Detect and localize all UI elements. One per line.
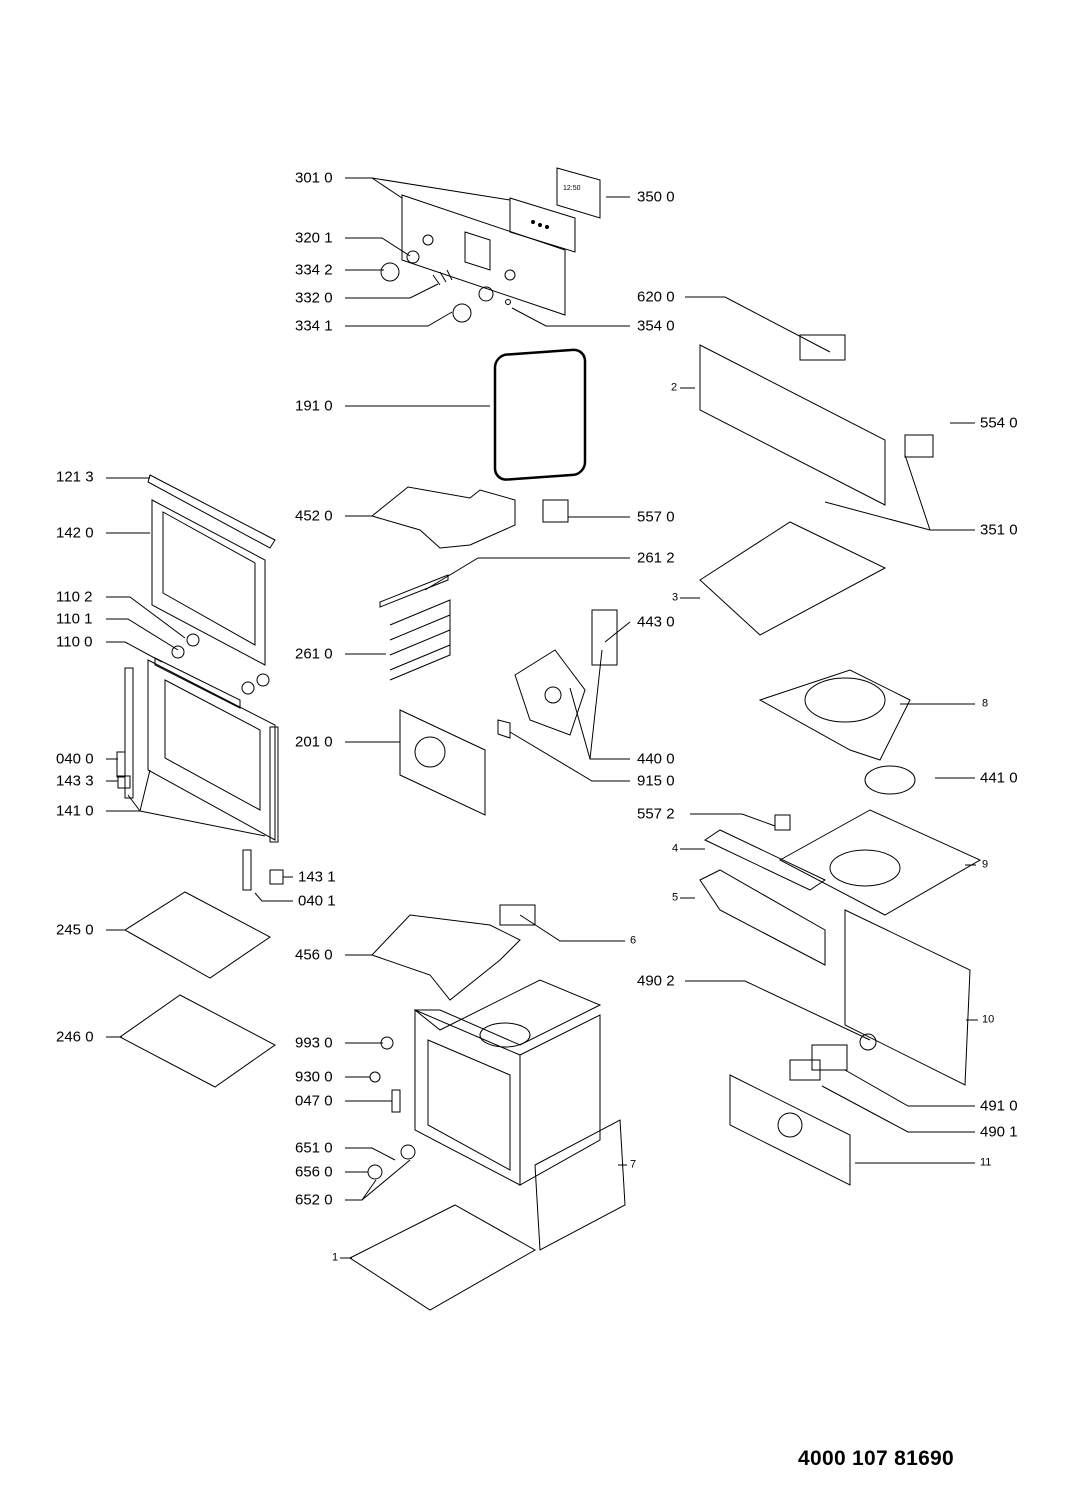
label-620-0: 620 0 [637,288,675,306]
label-110-1: 110 1 [56,610,93,628]
label-4: 4 [672,842,679,855]
label-656-0: 656 0 [295,1163,333,1181]
heating-elements [370,486,569,1001]
label-1: 1 [332,1251,339,1264]
label-245-0: 245 0 [56,921,94,939]
label-121-3: 121 3 [56,468,94,486]
label-110-0: 110 0 [56,633,93,651]
oven-cavity [348,979,626,1311]
label-10: 10 [982,1013,995,1026]
label-651-0: 651 0 [295,1139,333,1157]
label-6: 6 [630,934,637,947]
label-9: 9 [982,858,989,871]
label-142-0: 142 0 [56,524,94,542]
label-8: 8 [982,697,989,710]
leader-lines [106,177,978,1259]
label-040-0: 040 0 [56,750,94,768]
label-456-0: 456 0 [295,946,333,964]
label-191-0: 191 0 [295,397,333,415]
label-261-0: 261 0 [295,645,333,663]
label-441-0: 441 0 [980,769,1018,787]
label-332-0: 332 0 [295,289,333,307]
label-557-2: 557 2 [637,805,675,823]
label-554-0: 554 0 [980,414,1018,432]
label-350-0: 350 0 [637,188,675,206]
label-201-0: 201 0 [295,733,333,751]
label-040-1: 040 1 [298,892,336,910]
label-334-2: 334 2 [295,261,333,279]
label-5: 5 [672,891,679,904]
label-110-2: 110 2 [56,588,93,606]
label-490-2: 490 2 [637,972,675,990]
label-491-0: 491 0 [980,1097,1018,1115]
fan-parts [399,609,618,816]
label-2: 2 [671,381,678,394]
label-490-1: 490 1 [980,1123,1018,1141]
label-301-0: 301 0 [295,169,333,187]
label-652-0: 652 0 [295,1191,333,1209]
label-440-0: 440 0 [637,750,675,768]
label-047-0: 047 0 [295,1092,333,1110]
label-320-1: 320 1 [295,229,333,247]
label-334-1: 334 1 [295,317,333,335]
oven-gasket [493,348,587,481]
label-915-0: 915 0 [637,772,675,790]
door-parts [116,474,284,891]
label-930-0: 930 0 [295,1068,333,1086]
label-143-1: 143 1 [298,868,336,886]
label-443-0: 443 0 [637,613,675,631]
label-261-2: 261 2 [637,549,675,567]
label-452-0: 452 0 [295,507,333,525]
racks-and-trays [119,574,451,1088]
label-354-0: 354 0 [637,317,675,335]
svg-text:12:50: 12:50 [563,185,581,192]
label-141-0: 141 0 [56,802,94,820]
control-panel-parts: 12:50 [380,167,601,323]
label-7: 7 [630,1158,637,1171]
label-557-0: 557 0 [637,508,675,526]
label-3: 3 [672,591,679,604]
label-11: 11 [980,1156,992,1169]
document-number: 4000 107 81690 [798,1447,955,1470]
label-143-3: 143 3 [56,772,94,790]
label-351-0: 351 0 [980,521,1018,539]
label-246-0: 246 0 [56,1028,94,1046]
label-993-0: 993 0 [295,1034,333,1052]
cavity-and-back-panels [699,334,982,1186]
